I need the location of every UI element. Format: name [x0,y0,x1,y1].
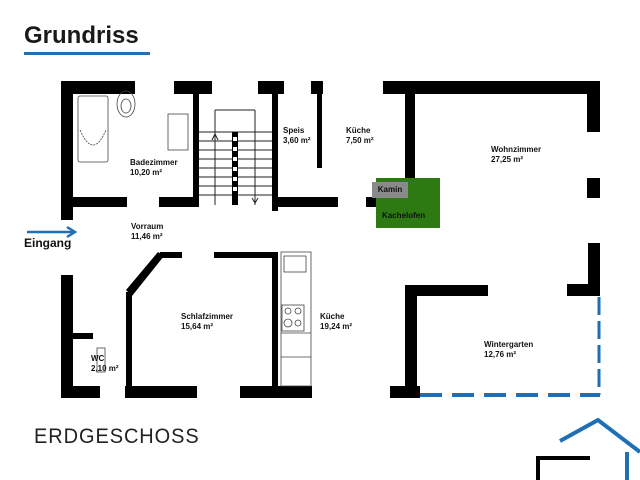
wall [383,81,600,94]
wall [272,81,278,211]
stair-down-arrow-icon [251,197,259,204]
wall [272,252,278,398]
wall [73,333,93,339]
stair-up-arrow-icon [211,132,219,141]
stair-rail [232,132,238,205]
wall [61,81,135,94]
stove-icon [281,304,305,332]
entrance-label: Eingang [24,236,72,250]
room-name: WC [91,354,105,363]
wall [160,252,182,258]
room-name: Wohnzimmer [491,145,542,154]
title-underline [24,52,150,55]
wall [278,197,338,207]
wall [126,252,164,296]
wall [390,386,420,398]
room-area: 3,60 m² [283,136,311,145]
wall [311,81,323,94]
wall [61,386,100,398]
wall [588,243,600,293]
room-name: Vorraum [131,222,164,231]
wall [317,94,322,168]
sink-icon [167,113,189,151]
house-logo-icon [536,417,640,480]
room-area: 7,50 m² [346,136,374,145]
fixtures [77,90,312,387]
wall [214,252,278,258]
room-area: 2,10 m² [91,364,119,373]
wall [366,197,376,207]
room-area: 12,76 m² [484,350,517,359]
wall [240,386,312,398]
wall [126,292,132,386]
wall [159,197,199,207]
walls [61,81,600,398]
room-name: Badezimmer [130,158,178,167]
room-area: 19,24 m² [320,322,353,331]
room-name: Wintergarten [484,340,534,349]
wall [587,81,600,132]
kitchen-counter [280,251,312,387]
wall [61,81,73,220]
room-area: 10,20 m² [130,168,163,177]
wall [587,178,600,198]
page-title: Grundriss [24,22,139,49]
room-area: 15,64 m² [181,322,214,331]
wall [193,81,199,207]
wall [125,386,197,398]
bathtub-icon [77,95,109,163]
room-name: Speis [283,126,305,135]
wall [405,94,415,204]
wall [405,285,417,398]
entrance-arrow-icon [27,225,78,239]
wall [405,285,488,296]
toilet-icon [116,90,136,118]
wall [258,81,284,94]
tiled-stove-label: Kachelofen [382,211,426,220]
room-name: Küche [346,126,371,135]
kitchen-sink-icon [283,255,307,273]
room-area: 27,25 m² [491,155,524,164]
wc-icon [96,347,106,373]
floor-label: ERDGESCHOSS [34,425,200,448]
wall [61,275,73,398]
room-name: Schlafzimmer [181,312,234,321]
room-area: 11,46 m² [131,232,163,241]
room-name: Küche [320,312,345,321]
wall [73,197,127,207]
fireplace: Kamin [372,182,408,198]
